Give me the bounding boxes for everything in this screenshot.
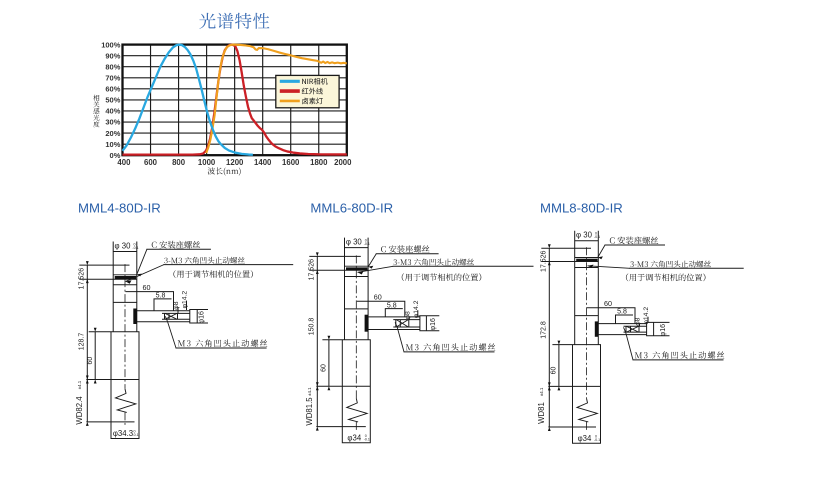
svg-text:WD81: WD81 bbox=[537, 402, 546, 424]
svg-text:φ34.3: φ34.3 bbox=[113, 429, 133, 438]
svg-text:-0.1: -0.1 bbox=[364, 242, 370, 246]
svg-text:0: 0 bbox=[134, 430, 136, 434]
svg-text:-0.1: -0.1 bbox=[132, 433, 138, 437]
svg-text:0%: 0% bbox=[110, 151, 121, 160]
svg-text:17.526: 17.526 bbox=[309, 259, 316, 281]
svg-text:50%: 50% bbox=[105, 96, 120, 105]
svg-text:60%: 60% bbox=[105, 85, 120, 94]
svg-text:10%: 10% bbox=[105, 140, 120, 149]
svg-text:φ16: φ16 bbox=[199, 311, 206, 323]
svg-text:1000: 1000 bbox=[198, 158, 216, 167]
svg-text:400: 400 bbox=[117, 158, 131, 167]
svg-text:0: 0 bbox=[595, 434, 597, 438]
svg-text:-0.1: -0.1 bbox=[594, 438, 600, 442]
svg-text:60: 60 bbox=[374, 293, 382, 302]
svg-text:5.8: 5.8 bbox=[617, 309, 627, 316]
svg-text:φ8: φ8 bbox=[173, 301, 180, 309]
svg-text:60: 60 bbox=[321, 364, 328, 372]
svg-text:φ34: φ34 bbox=[347, 433, 361, 442]
svg-text:MML6-80D-IR: MML6-80D-IR bbox=[310, 201, 393, 216]
svg-text:2000: 2000 bbox=[334, 158, 352, 167]
svg-text:150.8: 150.8 bbox=[309, 318, 316, 336]
svg-text:1600: 1600 bbox=[282, 158, 300, 167]
svg-text:φ14.2: φ14.2 bbox=[182, 291, 189, 309]
svg-text:φ16: φ16 bbox=[660, 324, 667, 336]
svg-text:60: 60 bbox=[551, 367, 558, 375]
svg-text:0: 0 bbox=[365, 434, 367, 438]
svg-text:-0.1: -0.1 bbox=[364, 437, 370, 441]
svg-text:φ 30: φ 30 bbox=[576, 231, 593, 240]
svg-text:1400: 1400 bbox=[254, 158, 272, 167]
svg-text:5.8: 5.8 bbox=[156, 293, 166, 300]
svg-text:WD82.4: WD82.4 bbox=[75, 396, 84, 425]
svg-text:30%: 30% bbox=[105, 118, 120, 127]
svg-text:φ14.2: φ14.2 bbox=[413, 300, 420, 318]
svg-text:60: 60 bbox=[604, 299, 612, 308]
svg-text:±4.1: ±4.1 bbox=[307, 387, 312, 396]
svg-text:17.526: 17.526 bbox=[541, 250, 548, 272]
svg-text:172.8: 172.8 bbox=[541, 321, 548, 339]
svg-text:80%: 80% bbox=[105, 62, 120, 71]
svg-text:100%: 100% bbox=[101, 40, 121, 49]
svg-text:600: 600 bbox=[144, 158, 158, 167]
svg-text:-0.1: -0.1 bbox=[594, 235, 600, 239]
svg-text:20%: 20% bbox=[105, 129, 120, 138]
svg-text:1800: 1800 bbox=[310, 158, 328, 167]
svg-text:5.8: 5.8 bbox=[387, 302, 397, 309]
svg-text:φ14.2: φ14.2 bbox=[643, 307, 650, 325]
svg-text:±4.1: ±4.1 bbox=[539, 387, 544, 396]
svg-text:WD81.5: WD81.5 bbox=[305, 397, 314, 426]
svg-text:128.7: 128.7 bbox=[79, 333, 86, 351]
svg-text:70%: 70% bbox=[105, 73, 120, 82]
svg-text:17.526: 17.526 bbox=[79, 268, 86, 290]
svg-text:0: 0 bbox=[134, 242, 136, 246]
svg-text:±4.1: ±4.1 bbox=[77, 380, 82, 389]
svg-text:φ 30: φ 30 bbox=[346, 237, 363, 246]
svg-text:60: 60 bbox=[87, 357, 94, 365]
svg-text:φ8: φ8 bbox=[404, 311, 411, 319]
svg-text:800: 800 bbox=[172, 158, 186, 167]
svg-text:90%: 90% bbox=[105, 51, 120, 60]
svg-text:-0.1: -0.1 bbox=[132, 246, 138, 250]
svg-text:MML8-80D-IR: MML8-80D-IR bbox=[540, 201, 623, 216]
svg-text:60: 60 bbox=[143, 283, 151, 292]
svg-text:0: 0 bbox=[365, 238, 367, 242]
svg-text:MML4-80D-IR: MML4-80D-IR bbox=[78, 201, 161, 216]
svg-text:40%: 40% bbox=[105, 107, 120, 116]
svg-text:φ8: φ8 bbox=[635, 317, 642, 325]
svg-text:φ 30: φ 30 bbox=[115, 241, 132, 250]
svg-text:0: 0 bbox=[595, 232, 597, 236]
svg-text:1200: 1200 bbox=[226, 158, 244, 167]
svg-text:φ34: φ34 bbox=[578, 434, 592, 443]
svg-text:φ16: φ16 bbox=[430, 318, 437, 330]
